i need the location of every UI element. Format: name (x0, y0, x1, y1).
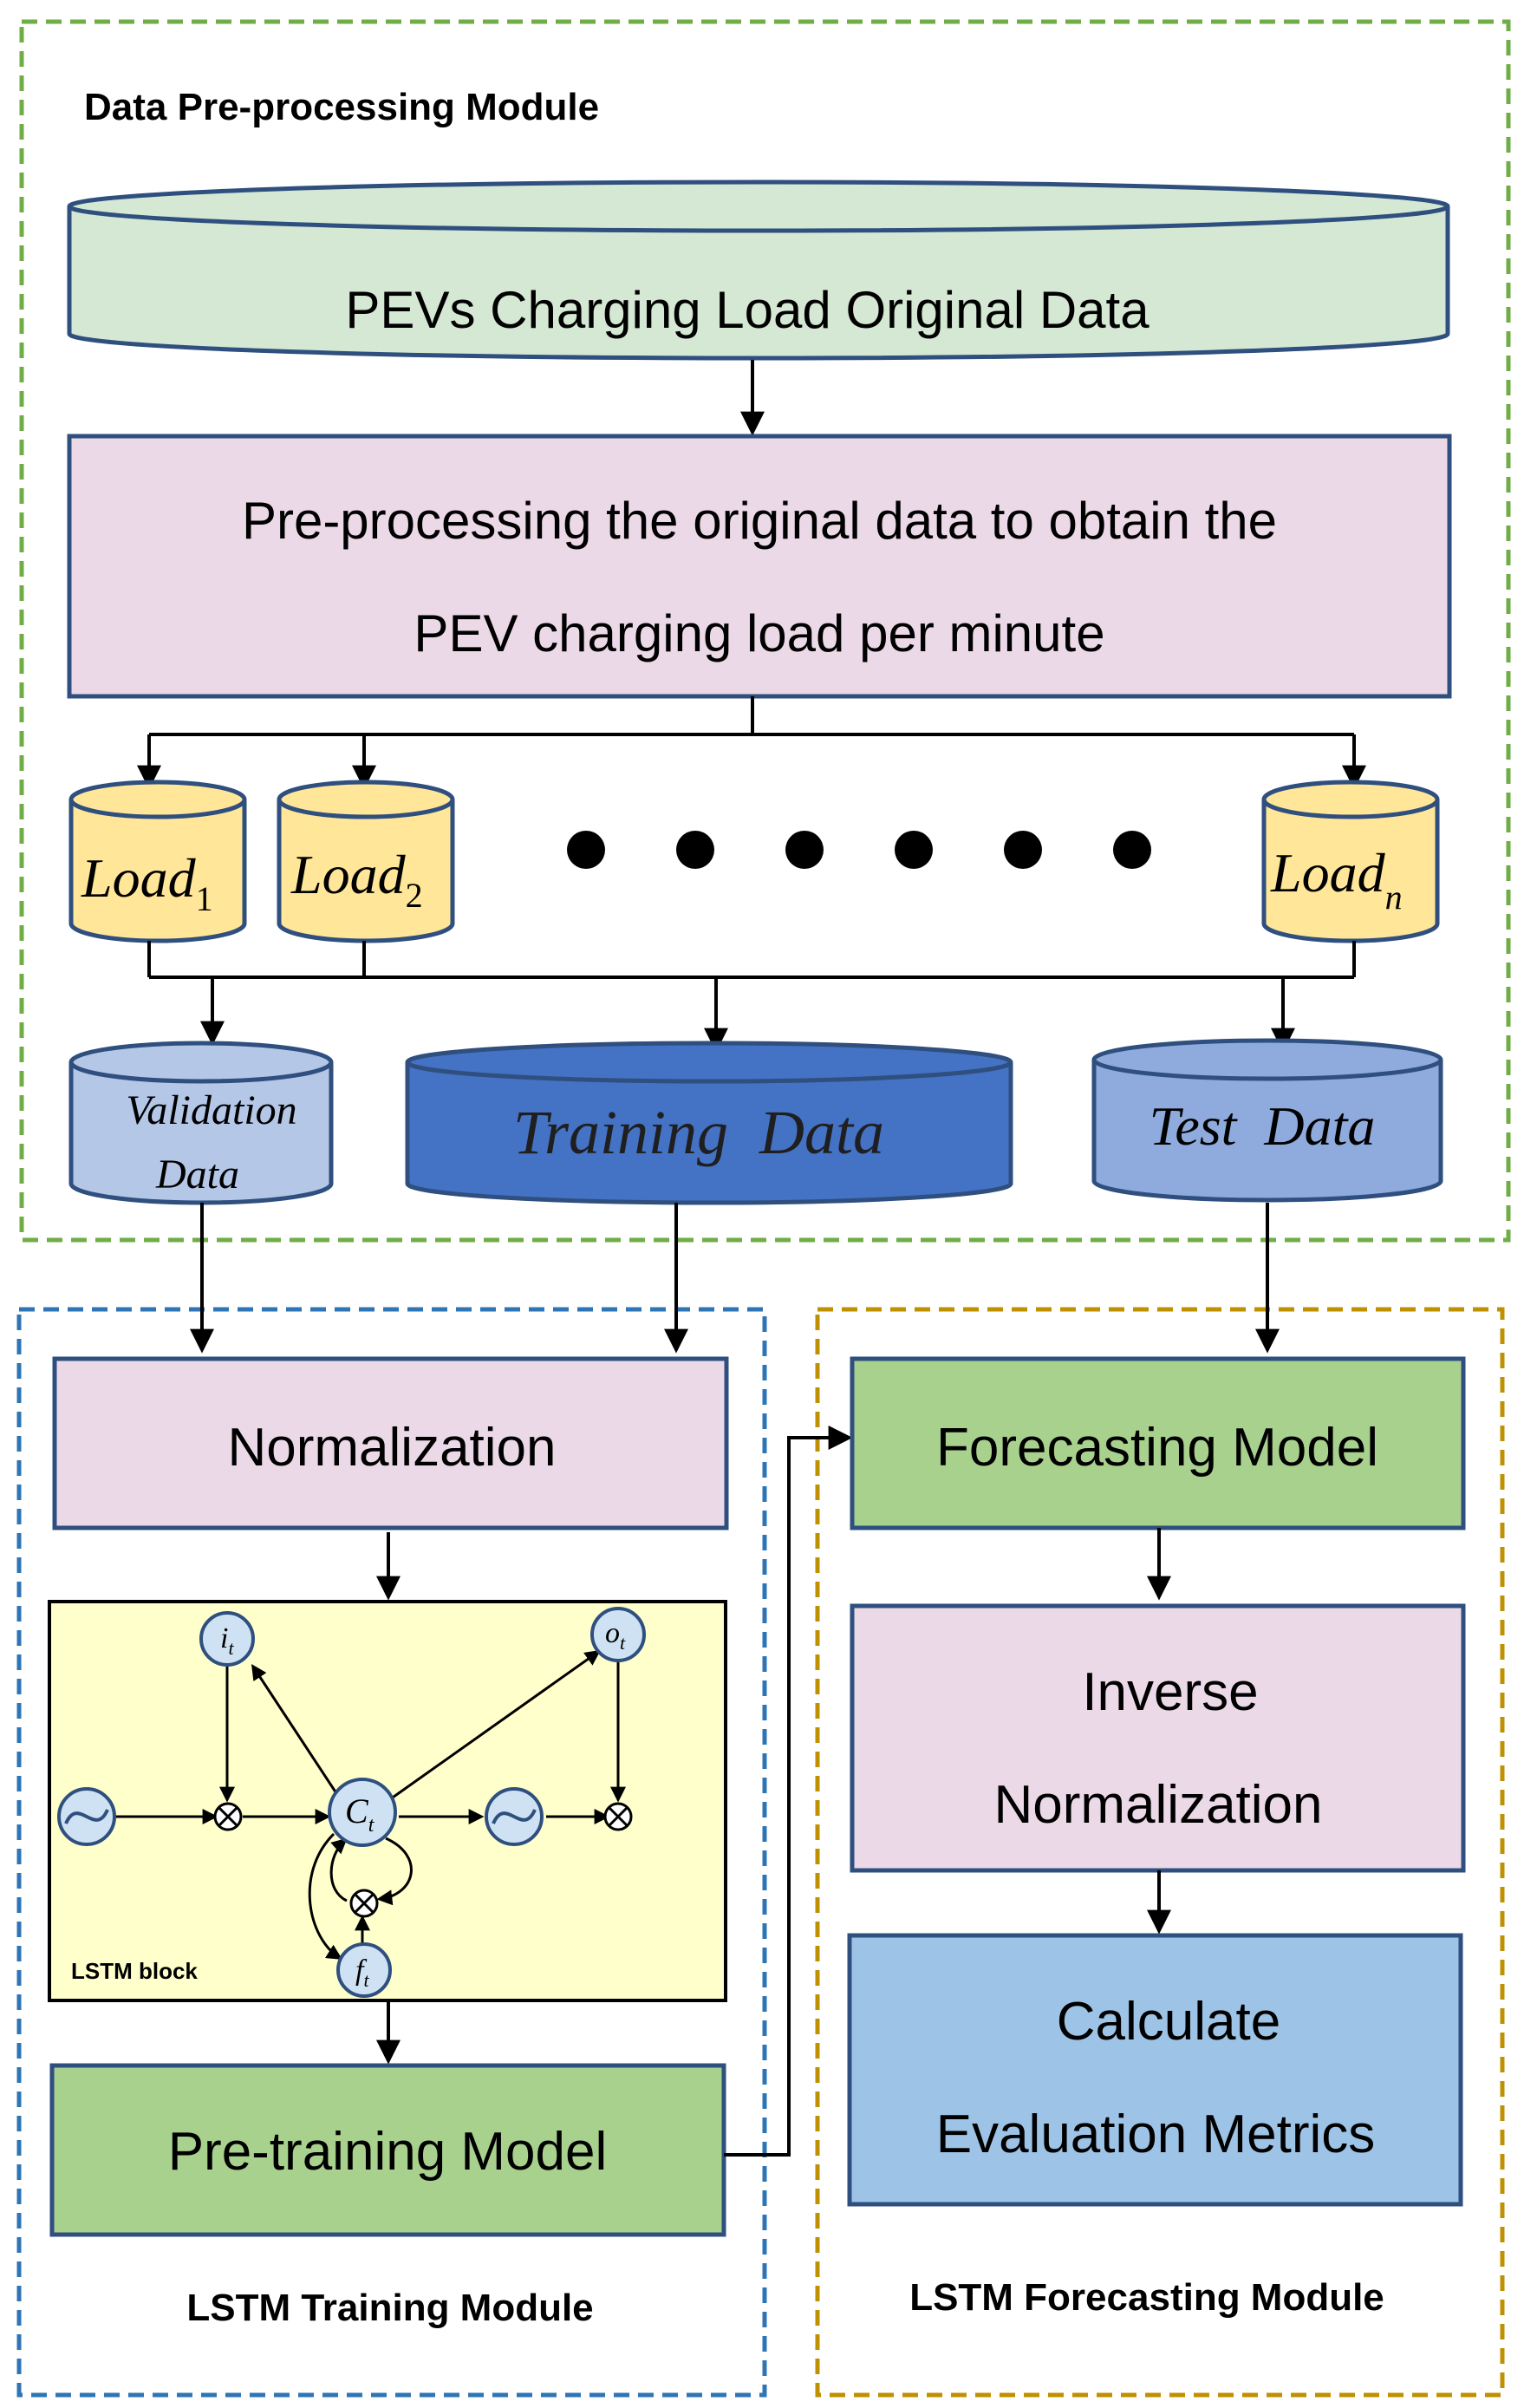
lstm-multiply-input-icon (213, 1802, 243, 1831)
lstm-edge-cell-input-gate (251, 1663, 338, 1794)
inverse-normalization-box: Inverse Normalization (850, 1603, 1466, 1873)
forget-gate-subscript: t (363, 1969, 369, 1991)
load1-cylinder: Load1 (68, 780, 247, 943)
forecasting-model-box: Forecasting Model (850, 1356, 1466, 1530)
load2-cylinder: Load2 (277, 780, 455, 943)
load2-subscript: 2 (406, 876, 423, 915)
load2-label: Load (290, 844, 407, 905)
lstm-edge-cell-output-gate (389, 1649, 601, 1801)
cell-state-label: C (345, 1791, 369, 1830)
inverse-label-line2: Normalization (993, 1775, 1322, 1835)
metrics-label-line2: Evaluation Metrics (936, 2105, 1376, 2164)
training-module-title: LSTM Training Module (186, 2287, 593, 2329)
output-gate-label: o (605, 1617, 620, 1649)
pretraining-model-label: Pre-training Model (168, 2122, 608, 2182)
training-module-border (16, 1307, 767, 2398)
preprocess-label-line1: Pre-processing the original data to obta… (242, 492, 1277, 550)
svg-text:Load1: Load1 (81, 847, 213, 918)
load1-subscript: 1 (196, 879, 213, 918)
output-gate-subscript: t (620, 1632, 626, 1654)
forecasting-module-border (815, 1307, 1505, 2398)
forecasting-module-title: LSTM Forecasting Module (909, 2276, 1384, 2319)
loadn-cylinder: Loadn (1261, 780, 1440, 943)
input-gate-label: i (220, 1622, 228, 1654)
svg-text:it: it (220, 1622, 234, 1659)
lstm-block-label: LSTM block (71, 1958, 198, 1984)
preprocess-box: Pre-processing the original data to obta… (67, 434, 1452, 699)
cell-state-subscript: t (368, 1814, 375, 1837)
validation-label-line1: Validation (126, 1087, 296, 1133)
preprocess-label-line2: PEV charging load per minute (414, 604, 1104, 662)
lstm-multiply-forget-icon (349, 1889, 379, 1918)
validation-label-line2: Data (155, 1152, 239, 1197)
arrow-pretraining-to-forecasting (724, 1426, 853, 2157)
original-data-cylinder: PEVs Charging Load Original Data (67, 179, 1450, 361)
lstm-input-gate: it (199, 1611, 255, 1667)
pretraining-model-box: Pre-training Model (49, 2063, 726, 2237)
svg-text:Ct: Ct (345, 1791, 375, 1837)
training-data-cylinder: Training Data (405, 1041, 1013, 1205)
svg-text:Loadn: Loadn (1270, 842, 1403, 917)
normalization-box: Normalization (52, 1356, 729, 1530)
load1-label: Load (81, 847, 197, 909)
lstm-input-activation-icon (57, 1787, 116, 1846)
test-data-cylinder: Test Data (1091, 1038, 1443, 1203)
lstm-block: LSTM block (48, 1600, 727, 2002)
lstm-cell-state: Ct (328, 1778, 397, 1847)
validation-data-cylinder: Validation Data (68, 1041, 334, 1205)
input-gate-subscript: t (228, 1637, 234, 1659)
lstm-multiply-output-icon (603, 1802, 633, 1831)
preprocessing-module-title: Data Pre-processing Module (84, 86, 599, 128)
lstm-edge-cell-loop-right (376, 1837, 413, 1906)
loadn-label: Load (1270, 842, 1386, 904)
svg-text:ot: ot (605, 1617, 626, 1654)
evaluation-metrics-box: Calculate Evaluation Metrics (847, 1933, 1463, 2207)
lstm-edge-mul3-loop-left (329, 1837, 348, 1902)
original-data-label: PEVs Charging Load Original Data (345, 281, 1150, 339)
preprocessing-module-border (19, 19, 1511, 1243)
lstm-edge-cell-forget (308, 1832, 343, 1960)
lstm-forget-gate: ft (336, 1942, 392, 1998)
normalization-label: Normalization (227, 1418, 556, 1478)
lstm-output-gate: ot (590, 1607, 646, 1662)
svg-text:Load2: Load2 (290, 844, 423, 915)
training-data-label: Training Data (513, 1098, 884, 1167)
metrics-label-line1: Calculate (1057, 1992, 1280, 2052)
loadn-subscript: n (1385, 878, 1403, 917)
inverse-label-line1: Inverse (1082, 1662, 1258, 1722)
ellipsis-dots (567, 831, 1151, 869)
lstm-cell-activation-icon (485, 1787, 544, 1846)
test-data-label: Test Data (1150, 1095, 1376, 1157)
forecasting-model-label: Forecasting Model (936, 1418, 1378, 1478)
